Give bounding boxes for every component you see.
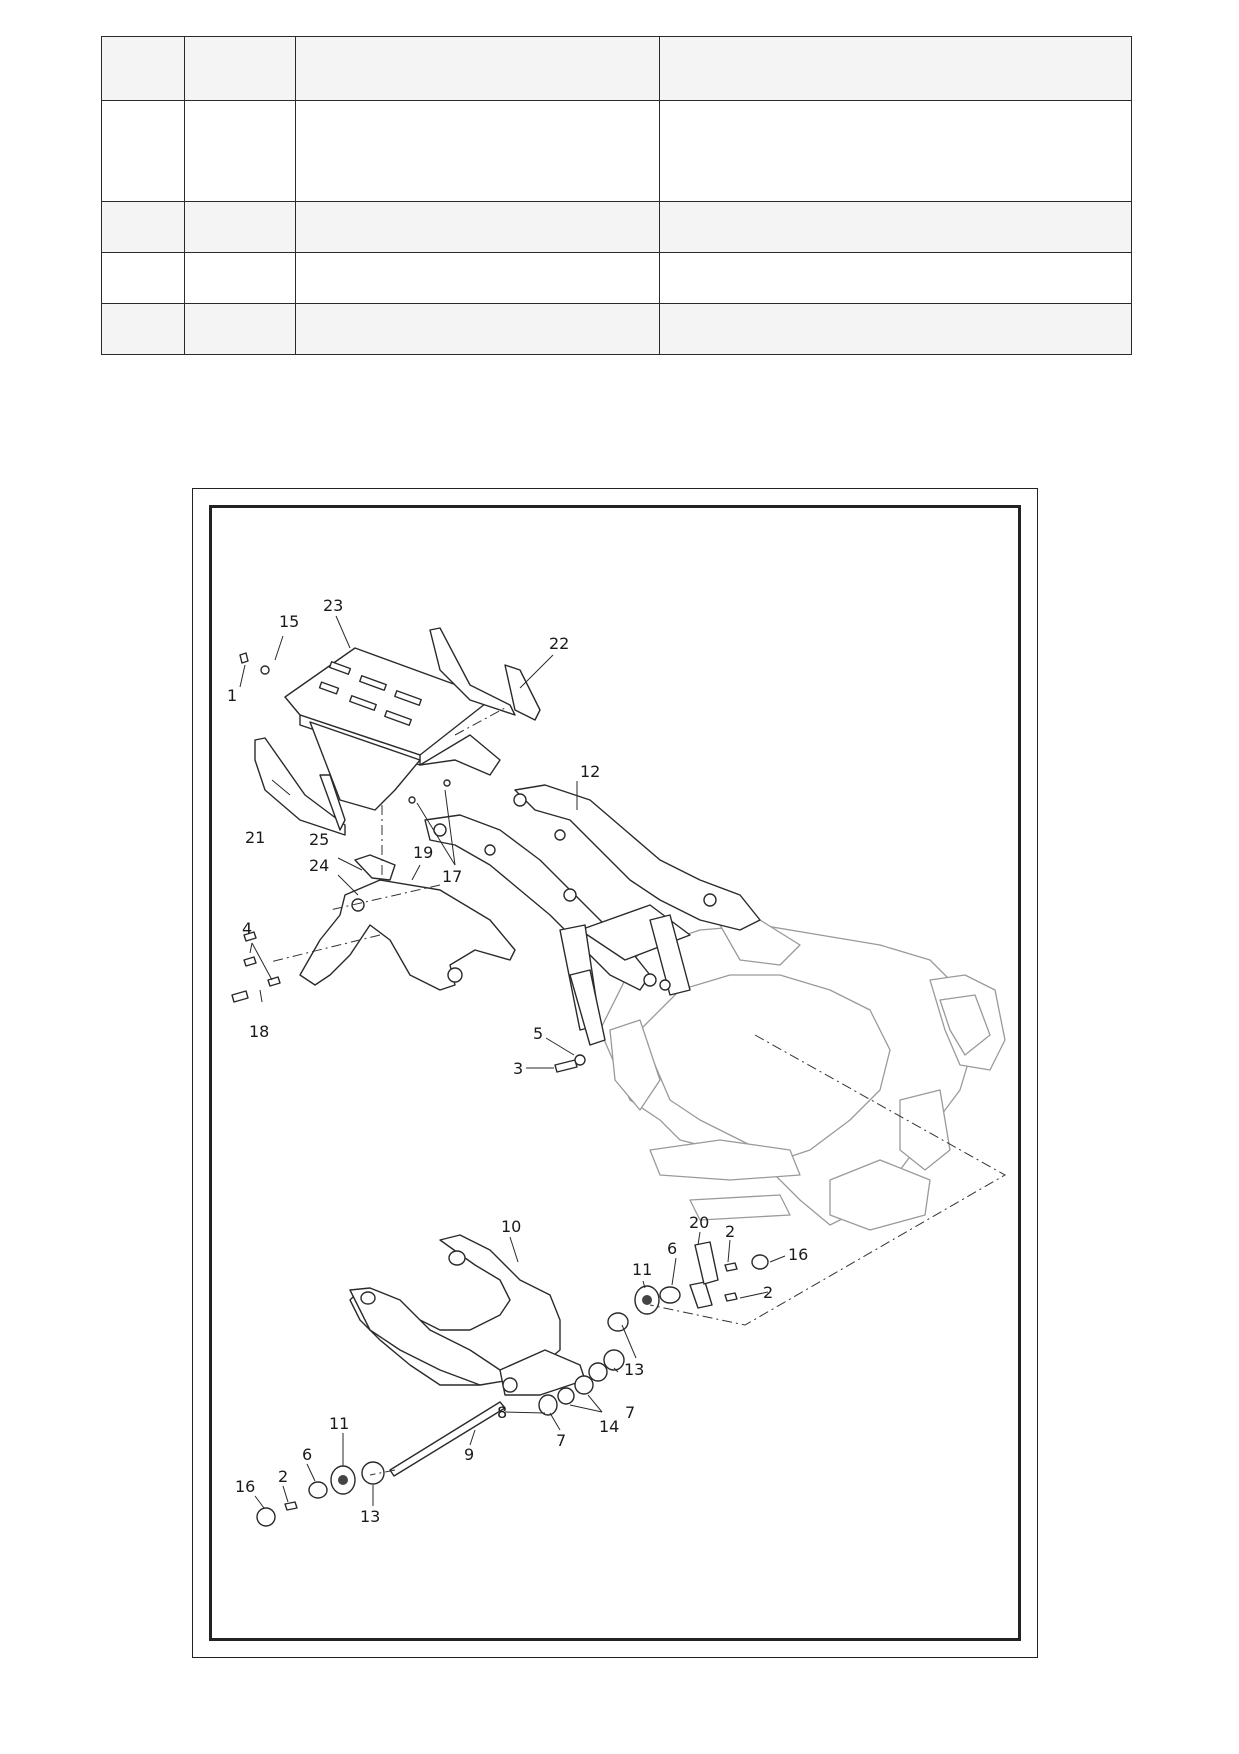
callout-7: 7 [556, 1431, 566, 1450]
callout-4: 4 [242, 919, 252, 938]
callout-21: 21 [245, 828, 265, 847]
table-cell [659, 303, 1132, 355]
swingarm [349, 1234, 586, 1396]
callout-12: 12 [580, 762, 600, 781]
callout-23: 23 [323, 596, 343, 615]
table-cell [101, 303, 185, 355]
parts-table [101, 36, 1132, 355]
table-cell [295, 252, 660, 304]
table-row [101, 36, 1132, 101]
callout-6: 6 [302, 1445, 312, 1464]
callout-2: 2 [763, 1283, 773, 1302]
table-row [101, 201, 1132, 253]
callout-10: 10 [501, 1217, 521, 1236]
callout-19: 19 [413, 843, 433, 862]
callout-13: 13 [624, 1360, 644, 1379]
callout-25: 25 [309, 830, 329, 849]
side-rail-right [429, 627, 541, 721]
table-row [101, 303, 1132, 355]
callout-17: 17 [442, 867, 462, 886]
assembly-lines [269, 707, 1007, 1476]
table-cell [101, 100, 185, 202]
callout-9: 9 [464, 1445, 474, 1464]
callout-1: 1 [227, 686, 237, 705]
table-cell [659, 100, 1132, 202]
table-cell [659, 201, 1132, 253]
callout-24: 24 [309, 856, 329, 875]
table-cell [184, 100, 296, 202]
callout-3: 3 [513, 1059, 523, 1078]
luggage-rack [284, 647, 501, 811]
callout-13: 13 [360, 1507, 380, 1526]
callout-16: 16 [235, 1477, 255, 1496]
hardware-parts [231, 652, 769, 1527]
callout-6: 6 [667, 1239, 677, 1258]
callout-15: 15 [279, 612, 299, 631]
table-cell [184, 303, 296, 355]
figure-inner-frame [209, 505, 1021, 1641]
callout-22: 22 [549, 634, 569, 653]
side-rail-left [254, 737, 346, 836]
callout-20: 20 [689, 1213, 709, 1232]
callout-2: 2 [725, 1222, 735, 1241]
callout-7: 7 [625, 1403, 635, 1422]
callout-14: 14 [599, 1417, 619, 1436]
callout-2: 2 [278, 1467, 288, 1486]
table-cell [295, 201, 660, 253]
table-cell [295, 303, 660, 355]
bracket-20 [689, 1281, 713, 1309]
callout-labels: 1 15 23 22 12 17 21 25 19 24 4 18 5 3 10… [227, 596, 808, 1526]
leader-lines [239, 615, 786, 1509]
table-cell [295, 36, 660, 101]
table-cell [184, 252, 296, 304]
figure-outer-frame [192, 488, 1038, 1658]
shock-body [569, 969, 606, 1046]
callout-11: 11 [632, 1260, 652, 1279]
callout-16: 16 [788, 1245, 808, 1264]
table-cell [184, 201, 296, 253]
callout-18: 18 [249, 1022, 269, 1041]
table-cell [659, 36, 1132, 101]
callout-8: 8 [497, 1403, 507, 1422]
callout-11: 11 [329, 1414, 349, 1433]
callout-5: 5 [533, 1024, 543, 1043]
table-row [101, 252, 1132, 304]
table-cell [101, 36, 185, 101]
mount-bracket [299, 854, 516, 991]
main-frame [599, 919, 1006, 1231]
